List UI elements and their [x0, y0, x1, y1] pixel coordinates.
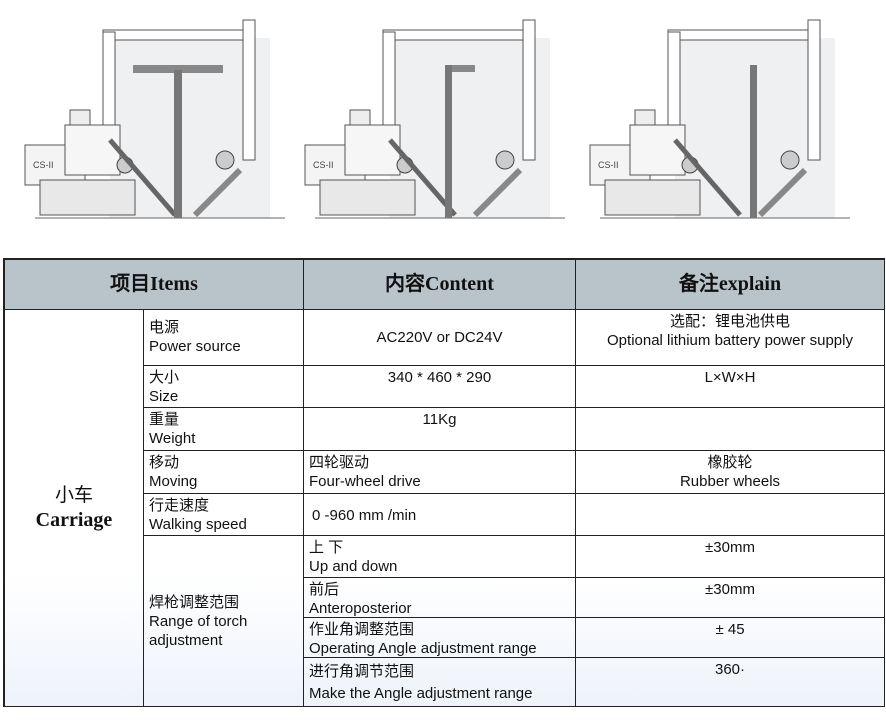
item-size: 大小 Size — [144, 366, 304, 408]
drawing-part — [495, 150, 515, 170]
carriage-drawing-i: CS-II — [589, 19, 850, 219]
drawing-part — [522, 19, 536, 161]
drawing-part — [673, 138, 742, 217]
item-cn: 移动 — [149, 454, 180, 471]
item-en: Power source — [149, 338, 241, 355]
header-content: 内容Content — [304, 260, 576, 310]
drawing-part — [750, 65, 757, 218]
group-cell: 小车 Carriage — [5, 310, 144, 707]
figure-i-plate: CS-II — [580, 10, 860, 225]
drawing-part — [108, 138, 177, 217]
explain-moving: 橡胶轮 Rubber wheels — [576, 451, 885, 494]
explain-en: Optional lithium battery power supply — [607, 332, 853, 349]
item-weight: 重量 Weight — [144, 408, 304, 451]
explain-speed — [576, 494, 885, 536]
torch-sub-3: 进行角调节范围 Make the Angle adjustment range — [304, 658, 576, 707]
drawing-part — [69, 109, 91, 126]
drawing-part — [382, 31, 396, 128]
item-power: 电源 Power source — [144, 310, 304, 366]
drawing-part — [634, 109, 656, 126]
sub-cn: 前后 — [309, 581, 340, 598]
content-moving: 四轮驱动 Four-wheel drive — [304, 451, 576, 494]
content-power: AC220V or DC24V — [304, 310, 576, 366]
explain-size: L×W×H — [576, 366, 885, 408]
item-en: Size — [149, 388, 179, 405]
model-label: CS-II — [598, 160, 619, 170]
content-size: 340 * 460 * 290 — [304, 366, 576, 408]
drawing-part — [780, 150, 800, 170]
drawing-part — [344, 124, 401, 176]
sub-en: Up and down — [309, 558, 398, 575]
sub-cn: 进行角调节范围 — [309, 663, 415, 680]
sub-en: Operating Angle adjustment range — [309, 640, 537, 657]
explain-cn: 橡胶轮 — [707, 454, 753, 471]
item-cn: 行走速度 — [149, 497, 210, 514]
drawing-part — [388, 138, 457, 217]
carriage-drawing-l: CS-II — [304, 19, 565, 219]
content-speed: 0 -960 mm /min — [304, 494, 576, 536]
spec-table: 项目Items 内容Content 备注explain 小车 Carriage … — [3, 258, 885, 707]
sub-cn: 作业角调整范围 — [309, 621, 415, 638]
model-label: CS-II — [33, 160, 54, 170]
explain-cn: 选配：锂电池供电 — [669, 313, 790, 330]
drawing-part — [445, 65, 475, 72]
drawing-part — [807, 19, 821, 161]
item-cn: 电源 — [149, 319, 180, 336]
group-en: Carriage — [35, 509, 113, 531]
drawing-part — [242, 19, 256, 161]
content-en: Four-wheel drive — [309, 473, 421, 490]
torch-sub-0: 上 下 Up and down — [304, 536, 576, 578]
item-moving: 移动 Moving — [144, 451, 304, 494]
drawing-part — [667, 29, 819, 41]
drawing-part — [382, 29, 534, 41]
item-cn: 大小 — [149, 369, 180, 386]
sub-en: Anteroposterior — [309, 600, 412, 617]
drawing-part — [133, 65, 223, 73]
item-cn: 重量 — [149, 411, 180, 428]
torch-value-0: ±30mm — [576, 536, 885, 578]
explain-en: Rubber wheels — [679, 473, 781, 490]
drawing-part — [102, 29, 254, 41]
torch-sub-1: 前后 Anteroposterior — [304, 578, 576, 618]
item-en: Weight — [149, 430, 196, 447]
item-en: Range of torch adjustment — [149, 612, 248, 649]
drawing-part — [472, 167, 523, 218]
figure-t-beam: CS-II — [15, 10, 295, 225]
sub-cn: 上 下 — [309, 539, 344, 556]
group-cn: 小车 — [54, 485, 93, 506]
drawing-part — [604, 179, 701, 216]
item-en: Walking speed — [149, 516, 247, 533]
drawing-part — [349, 109, 371, 126]
figure-l-beam: CS-II — [295, 10, 575, 225]
sub-en: Make the Angle adjustment range — [309, 685, 533, 702]
item-speed: 行走速度 Walking speed — [144, 494, 304, 536]
model-label: CS-II — [313, 160, 334, 170]
header-explain: 备注explain — [576, 260, 885, 310]
drawing-part — [192, 167, 243, 218]
content-cn: 四轮驱动 — [309, 454, 370, 471]
drawing-part — [757, 167, 808, 218]
drawing-part — [629, 124, 686, 176]
explain-weight — [576, 408, 885, 451]
explain-power: 选配：锂电池供电 Optional lithium battery power s… — [576, 310, 885, 366]
drawing-part — [319, 179, 416, 216]
drawing-part — [174, 70, 182, 218]
torch-value-1: ±30mm — [576, 578, 885, 618]
drawing-part — [64, 124, 121, 176]
torch-value-3: 360· — [576, 658, 885, 707]
header-items: 项目Items — [5, 260, 304, 310]
torch-value-2: ± 45 — [576, 618, 885, 658]
item-cn: 焊枪调整范围 — [149, 593, 240, 611]
drawing-part — [667, 31, 681, 128]
drawing-part — [102, 31, 116, 128]
drawing-part — [39, 179, 136, 216]
drawing-part — [215, 150, 235, 170]
drawing-part — [445, 65, 452, 218]
item-en: Moving — [149, 473, 198, 490]
content-weight: 11Kg — [304, 408, 576, 451]
carriage-drawing-t: CS-II — [24, 19, 285, 219]
torch-sub-2: 作业角调整范围 Operating Angle adjustment range — [304, 618, 576, 658]
